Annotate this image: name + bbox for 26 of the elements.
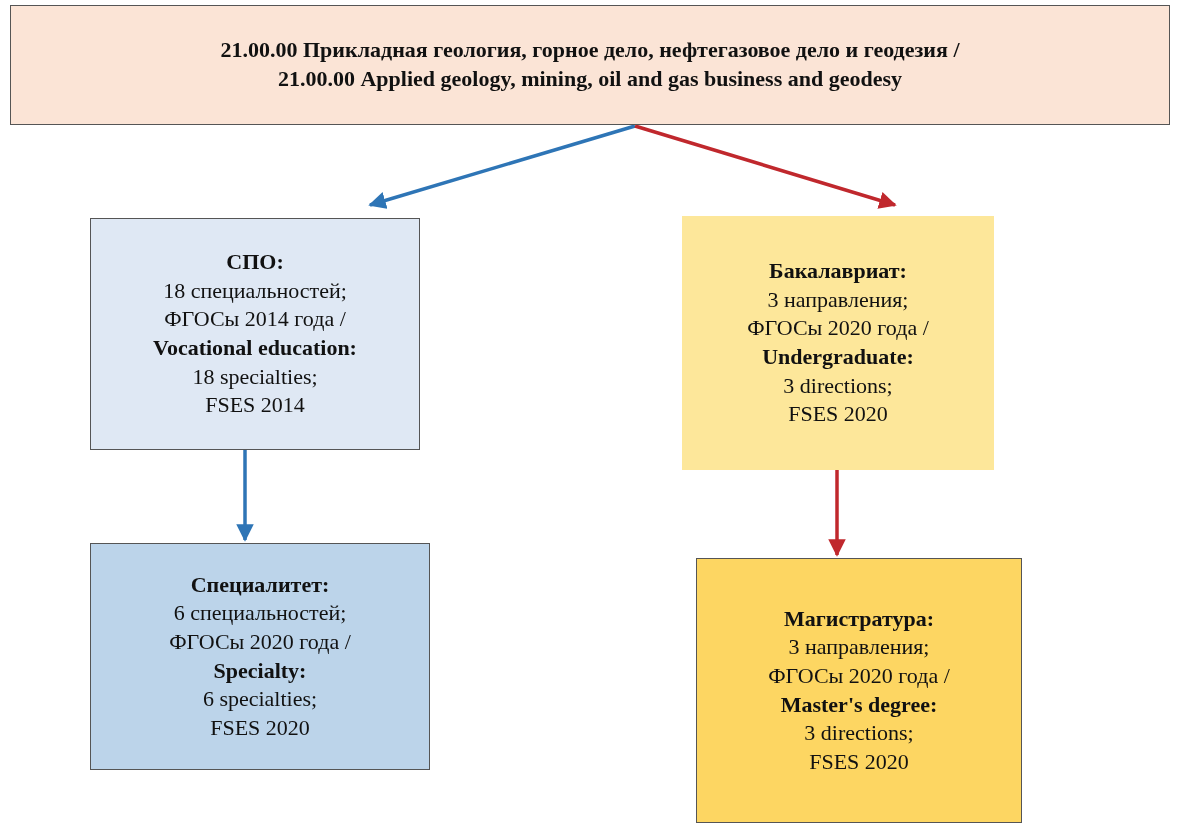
body-text: 18 specialties; FSES 2014 — [192, 362, 318, 420]
process-box — [682, 216, 994, 470]
heading-text: Master's degree: — [780, 690, 938, 719]
process-box — [90, 543, 430, 770]
heading-text: СПО: — [226, 248, 284, 277]
arrow — [368, 124, 636, 209]
body-text: 3 directions; FSES 2020 — [804, 719, 914, 776]
arrow — [236, 450, 254, 542]
body-text: 3 направления; ФГОСы 2020 года / — [768, 633, 950, 690]
title-text: 21.00.00 Прикладная геология, горное дело, нефтегазовое дело и геодезия / 21.00.00 Applied geology, mining, oil and gas business and geodesy — [219, 36, 961, 93]
process-box — [696, 558, 1022, 823]
heading-text: Специалитет: — [190, 570, 330, 599]
heading-text: Undergraduate: — [762, 343, 914, 371]
body-text: 3 направления; ФГОСы 2020 года / — [747, 285, 929, 343]
title-box — [10, 5, 1170, 125]
body-text: 18 специальностей; ФГОСы 2014 года / — [163, 276, 347, 334]
arrow — [634, 124, 897, 209]
body-text: 3 directions; FSES 2020 — [783, 371, 893, 429]
heading-text: Specialty: — [213, 656, 307, 685]
process-box — [90, 218, 420, 450]
heading-text: Vocational education: — [153, 334, 357, 362]
heading-text: Бакалавриат: — [769, 257, 907, 286]
body-text: 6 specialties; FSES 2020 — [202, 685, 318, 742]
heading-text: Магистратура: — [784, 604, 934, 633]
arrow — [828, 470, 846, 557]
body-text: 6 специальностей; ФГОСы 2020 года / — [169, 599, 351, 656]
